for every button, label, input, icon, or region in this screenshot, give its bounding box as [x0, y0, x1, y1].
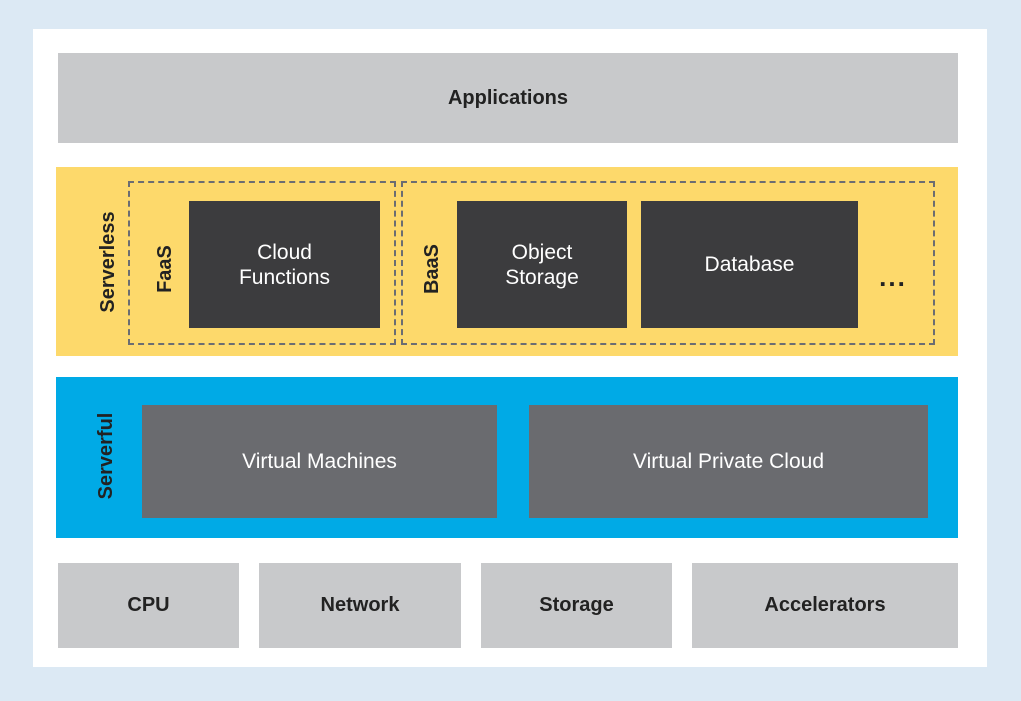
- accelerators-block: Accelerators: [692, 563, 958, 648]
- accelerators-label: Accelerators: [764, 594, 886, 616]
- applications-label: Applications: [447, 86, 568, 109]
- baas-label: BaaS: [420, 243, 443, 295]
- object-storage-label: Object Storage: [505, 240, 579, 289]
- database-block: Database: [641, 201, 858, 328]
- faas-label: FaaS: [153, 245, 176, 293]
- baas-group: [401, 181, 935, 345]
- faas-group: [128, 181, 396, 345]
- cloud-functions-block: Cloud Functions: [189, 201, 380, 328]
- object-storage-block: Object Storage: [457, 201, 627, 328]
- virtual-private-cloud-label: Virtual Private Cloud: [632, 449, 825, 473]
- applications-layer: Applications: [58, 53, 958, 143]
- network-block: Network: [259, 563, 461, 648]
- serverless-label: Serverless: [96, 211, 119, 313]
- storage-block: Storage: [481, 563, 672, 648]
- cpu-block: CPU: [58, 563, 239, 648]
- virtual-private-cloud-block: Virtual Private Cloud: [529, 405, 928, 518]
- storage-label: Storage: [539, 594, 614, 616]
- database-label: Database: [704, 253, 795, 276]
- serverful-label: Serverful: [94, 412, 117, 500]
- cloud-functions-label: Cloud Functions: [238, 240, 331, 289]
- cpu-label: CPU: [127, 594, 170, 616]
- network-label: Network: [320, 594, 400, 616]
- more-services-ellipsis: ...: [879, 261, 907, 292]
- virtual-machines-block: Virtual Machines: [142, 405, 497, 518]
- virtual-machines-label: Virtual Machines: [242, 449, 397, 473]
